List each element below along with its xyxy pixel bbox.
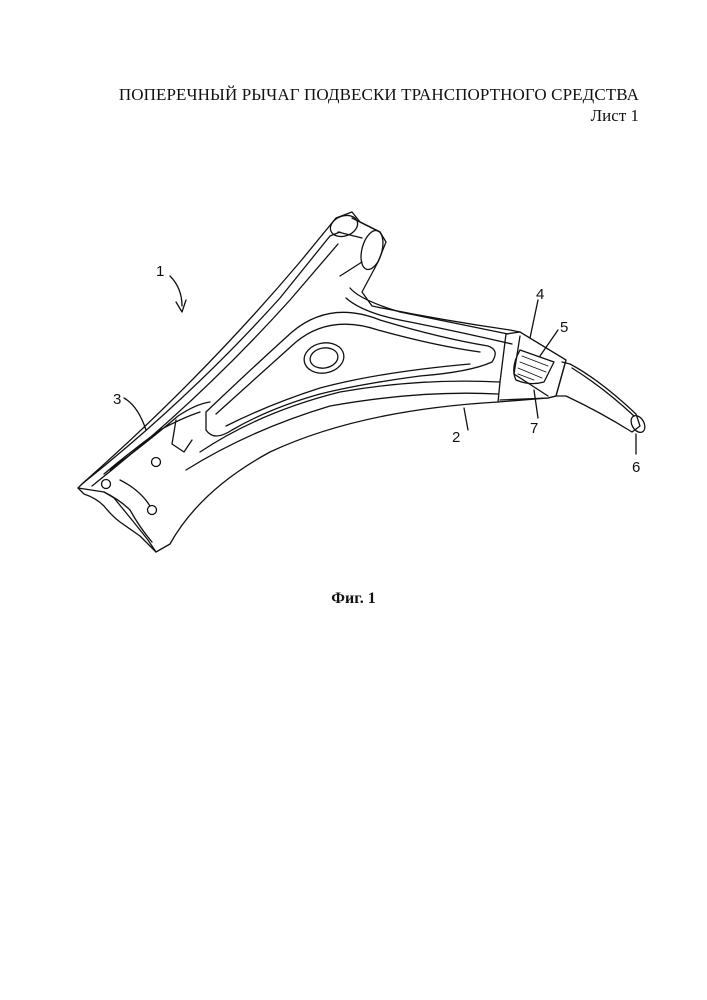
leader-7	[534, 390, 538, 418]
leader-4	[530, 300, 538, 338]
boss-hole	[302, 340, 347, 376]
leader-1-arrow	[170, 276, 186, 312]
mount-hole	[148, 506, 157, 515]
mount-hole	[152, 458, 161, 467]
ref-numeral-3: 3	[113, 391, 121, 408]
ball-pin	[556, 362, 640, 432]
leader-5	[540, 330, 558, 356]
ref-numeral-7: 7	[530, 420, 538, 437]
arm-front-flange	[82, 232, 340, 486]
ref-numeral-6: 6	[632, 459, 640, 476]
inner-recess-inner	[216, 324, 480, 426]
mount-plate-lower	[104, 480, 152, 542]
ref-numeral-1: 1	[156, 263, 164, 280]
rear-arm-ridge	[346, 288, 512, 344]
ref-numeral-5: 5	[560, 319, 568, 336]
ref-numeral-2: 2	[452, 429, 460, 446]
leader-2	[464, 408, 468, 430]
upper-bushing-face	[357, 228, 387, 272]
ref-numeral-4: 4	[536, 286, 544, 303]
mount-hole	[102, 480, 111, 489]
end-window-hatch	[518, 356, 548, 380]
end-window	[514, 350, 554, 384]
boss-hole-inner	[308, 346, 339, 371]
leader-3	[124, 398, 146, 430]
mount-plate	[104, 402, 210, 474]
figure-caption: Фиг. 1	[0, 590, 707, 608]
